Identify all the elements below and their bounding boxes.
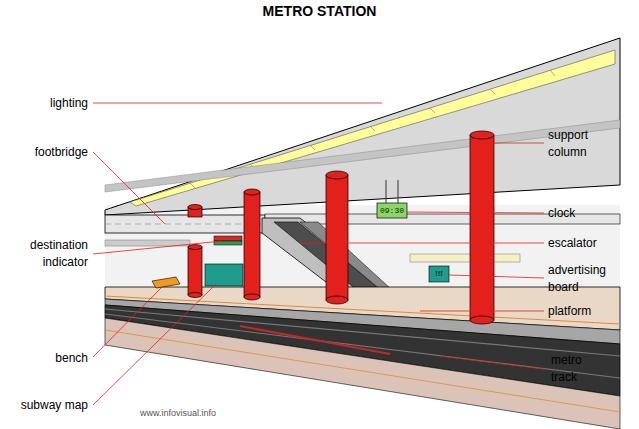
part-label: clock bbox=[548, 205, 575, 222]
footbridge bbox=[105, 215, 265, 233]
part-label: support column bbox=[548, 127, 620, 161]
bench bbox=[152, 277, 180, 288]
title: METRO STATION bbox=[263, 3, 377, 19]
track-bed bbox=[105, 318, 620, 429]
clock bbox=[377, 203, 407, 218]
destination-indicator bbox=[214, 236, 242, 241]
watermark: www.infovisual.info bbox=[140, 408, 216, 419]
lighting-strip bbox=[130, 50, 615, 206]
part-label: escalator bbox=[548, 235, 597, 252]
advertising-board bbox=[429, 266, 449, 282]
back-wall bbox=[105, 205, 620, 290]
support-columns bbox=[188, 131, 494, 324]
board-text: !!! bbox=[435, 269, 443, 279]
part-label: platform bbox=[548, 303, 591, 320]
part-label: subway map bbox=[21, 397, 88, 414]
subway-map bbox=[205, 264, 243, 286]
clock-display: 09:30 bbox=[380, 206, 404, 216]
leader-lines bbox=[93, 103, 544, 405]
part-label: advertising board bbox=[548, 262, 628, 296]
wall-panel bbox=[410, 254, 520, 262]
ceiling-beam bbox=[105, 120, 620, 192]
part-label: footbridge bbox=[35, 144, 88, 161]
part-label: bench bbox=[55, 350, 88, 367]
part-label: lighting bbox=[50, 95, 88, 112]
ceiling bbox=[105, 38, 620, 215]
part-label: destination indicator bbox=[8, 237, 88, 271]
part-label: metro track bbox=[551, 352, 599, 386]
